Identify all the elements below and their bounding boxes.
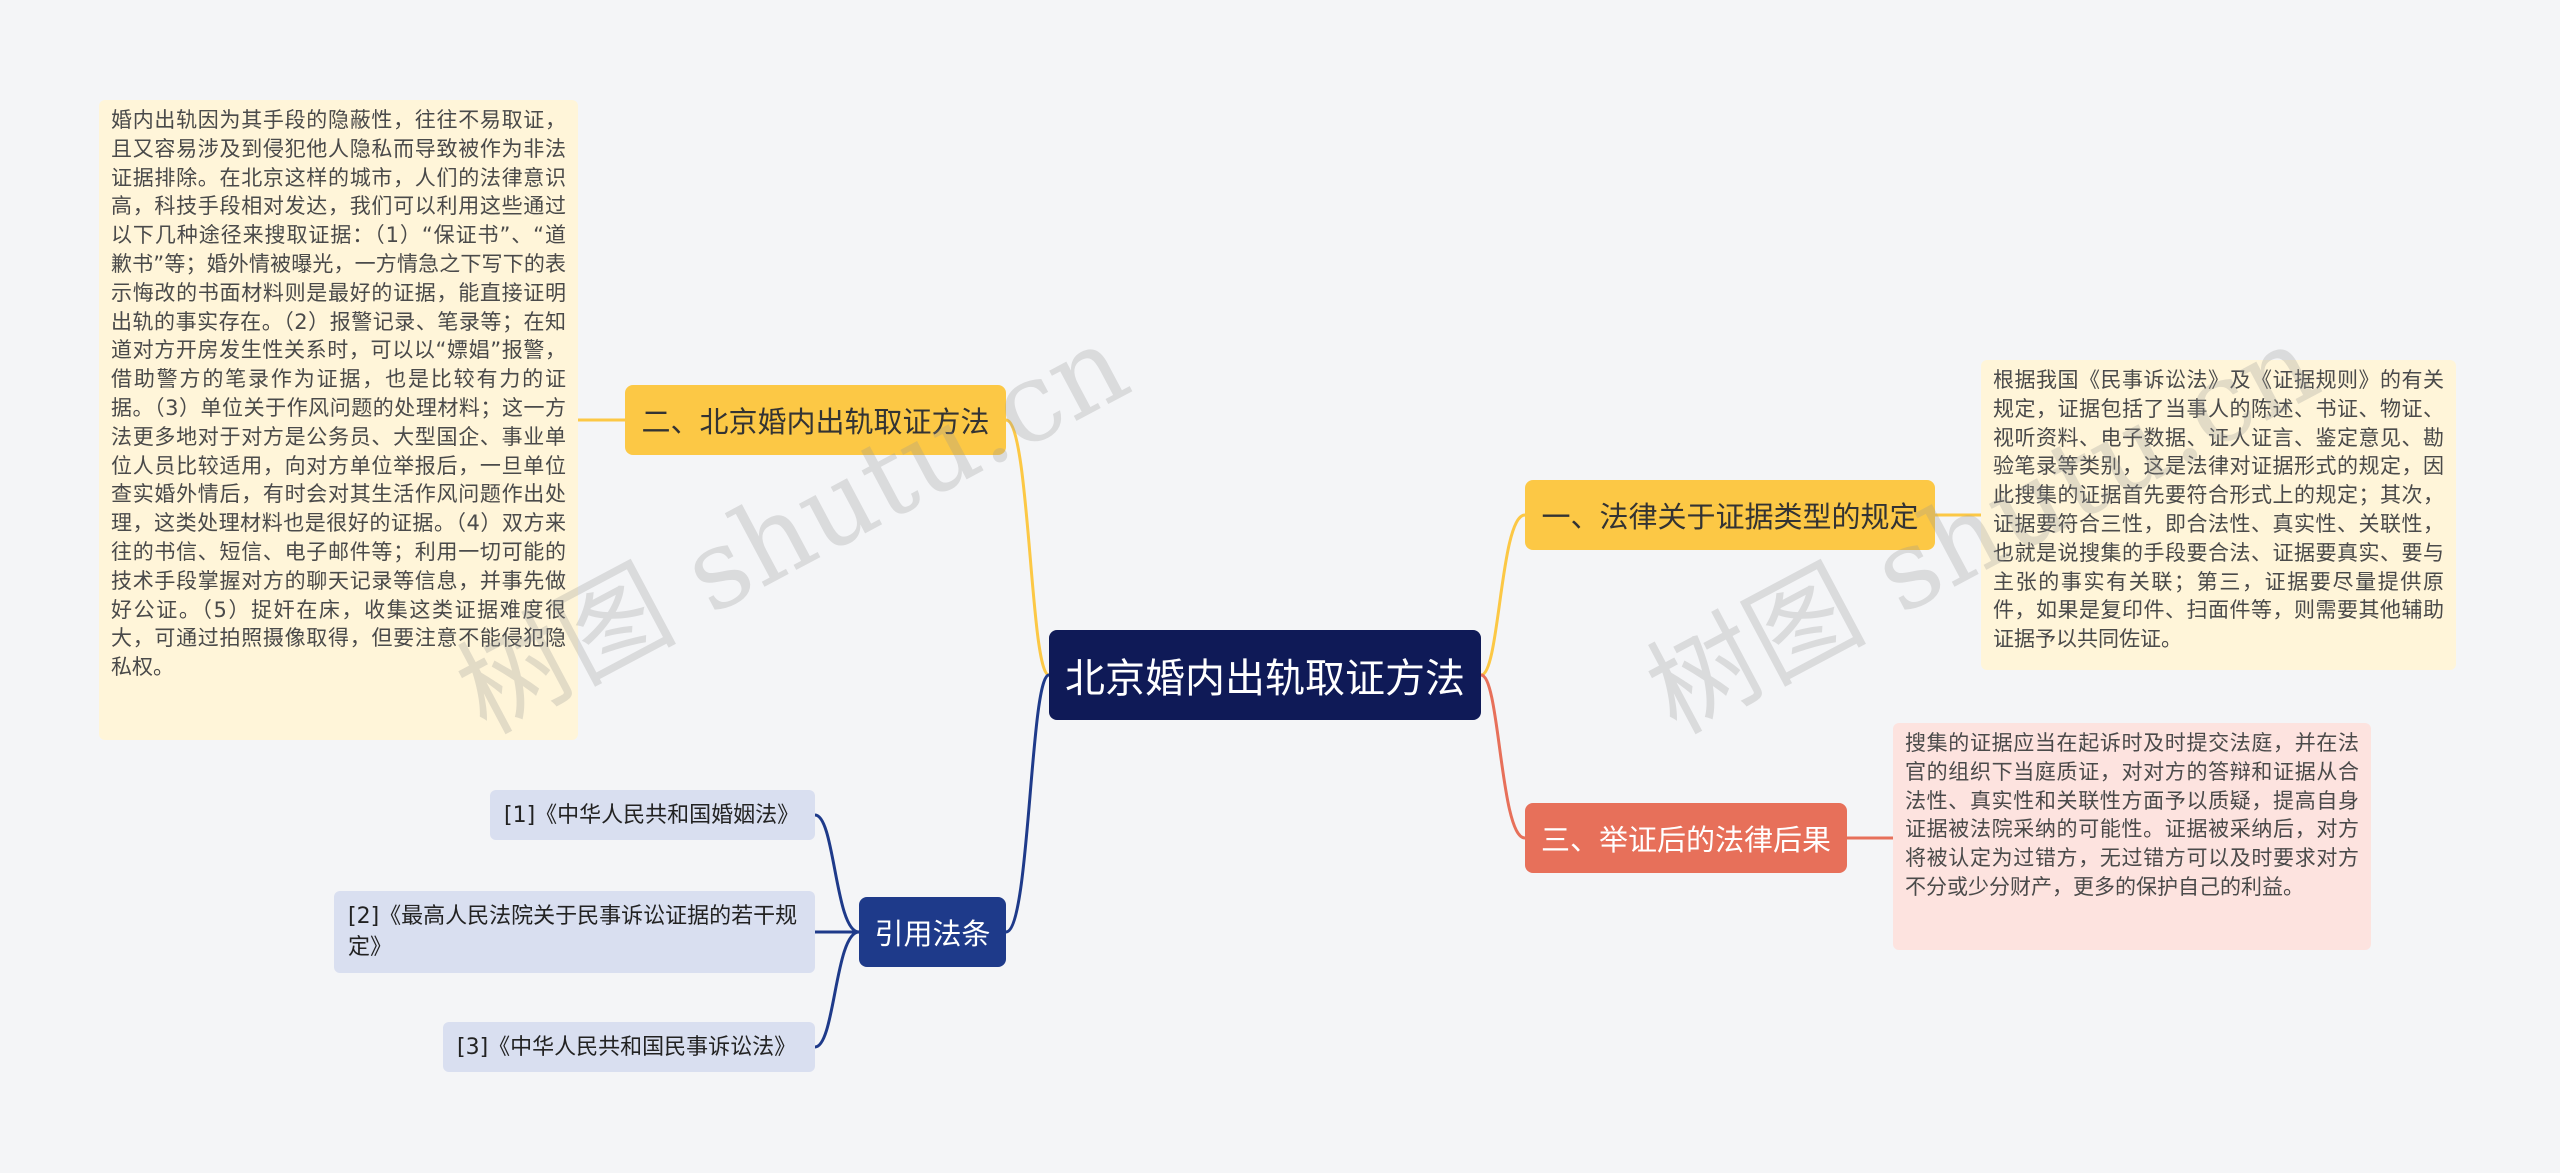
ref-label: [3]《中华人民共和国民事诉讼法》	[457, 1034, 797, 1060]
branch-evidence-methods[interactable]: 二、北京婚内出轨取证方法	[625, 385, 1006, 455]
branch-label: 引用法条	[874, 917, 991, 951]
branch-cited-laws[interactable]: 引用法条	[859, 897, 1006, 967]
link-b4-ref3	[814, 930, 860, 1049]
branch-legal-evidence-types[interactable]: 一、法律关于证据类型的规定	[1525, 480, 1935, 550]
link-b4-ref1	[814, 813, 860, 934]
link-root-b1	[1480, 513, 1526, 677]
root-topic-label: 北京婚内出轨取证方法	[1065, 656, 1465, 702]
branch-legal-consequences[interactable]: 三、举证后的法律后果	[1525, 803, 1847, 873]
branch-label: 一、法律关于证据类型的规定	[1541, 500, 1919, 534]
ref-civil-evidence-rules[interactable]: [2]《最高人民法院关于民事诉讼证据的若干规定》	[334, 891, 815, 973]
root-topic[interactable]: 北京婚内出轨取证方法	[1049, 630, 1481, 720]
ref-label: [1]《中华人民共和国婚姻法》	[504, 802, 800, 828]
branch-label: 三、举证后的法律后果	[1540, 823, 1831, 857]
link-root-b4	[1005, 673, 1051, 934]
ref-civil-procedure-law[interactable]: [3]《中华人民共和国民事诉讼法》	[443, 1022, 815, 1072]
link-root-b2	[1005, 418, 1051, 677]
note-legal-consequences: 搜集的证据应当在起诉时及时提交法庭，并在法官的组织下当庭质证，对对方的答辩和证据…	[1893, 723, 2371, 950]
link-root-b3	[1480, 673, 1526, 840]
ref-label: [2]《最高人民法院关于民事诉讼证据的若干规定》	[348, 904, 798, 960]
note-evidence-types: 根据我国《民事诉讼法》及《证据规则》的有关规定，证据包括了当事人的陈述、书证、物…	[1981, 360, 2456, 670]
note-evidence-methods: 婚内出轨因为其手段的隐蔽性，往往不易取证，且又容易涉及到侵犯他人隐私而导致被作为…	[99, 100, 578, 740]
branch-label: 二、北京婚内出轨取证方法	[641, 405, 990, 439]
ref-marriage-law[interactable]: [1]《中华人民共和国婚姻法》	[490, 790, 815, 840]
